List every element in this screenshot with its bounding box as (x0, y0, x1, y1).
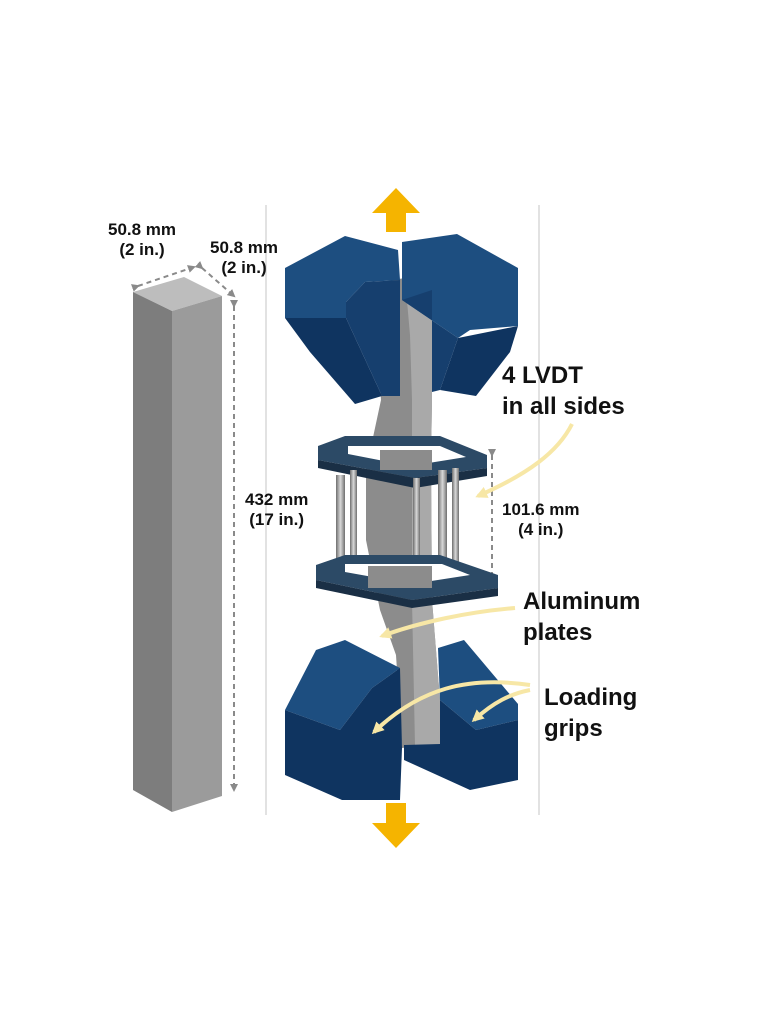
bottom-grip-right (404, 640, 518, 790)
width-label: 50.8 mm (2 in.) (108, 220, 176, 261)
lvdt-leader-arrow (475, 423, 574, 498)
lvdt-callout: 4 LVDT in all sides (502, 361, 625, 422)
lvdt-rod (413, 478, 420, 576)
depth-label-mm: 50.8 mm (210, 238, 279, 257)
depth-label: 50.8 mm (2 in.) (210, 238, 278, 279)
specimen-front-face (405, 278, 440, 746)
gauge-label-in: (4 in.) (518, 520, 564, 540)
lvdt-frame (316, 436, 498, 608)
grips-callout-line2: grips (544, 714, 603, 742)
grip-leader-arrow-right (471, 688, 531, 723)
top-grip-left (285, 236, 400, 404)
gauge-label-mm: 101.6 mm (502, 500, 580, 519)
lvdt-callout-line1: 4 LVDT (502, 362, 583, 389)
length-label-in: (17 in.) (249, 510, 305, 530)
length-label: 432 mm (17 in.) (245, 490, 308, 531)
lvdt-callout-line2: in all sides (502, 392, 625, 420)
depth-label-in: (2 in.) (221, 258, 267, 278)
gauge-length-label: 101.6 mm (4 in.) (502, 500, 580, 541)
lvdt-rod (438, 470, 447, 562)
length-label-mm: 432 mm (245, 490, 309, 509)
arrow-up-icon (372, 188, 420, 232)
grip-leader-arrow-left (371, 680, 531, 735)
grips-callout-line1: Loading (544, 684, 638, 711)
width-label-in: (2 in.) (119, 240, 165, 260)
specimen-right-face (172, 296, 222, 812)
top-grip-right (402, 234, 518, 396)
bottom-grip-left (285, 640, 402, 800)
arrow-down-icon (372, 803, 420, 848)
lvdt-rod (350, 470, 357, 570)
specimen-prism (133, 277, 222, 812)
depth-dimension-arrow (194, 261, 236, 298)
specimen-left-face (133, 292, 172, 812)
aluminum-callout-line1: Aluminum (523, 588, 641, 615)
aluminum-callout: Aluminum plates (523, 587, 640, 648)
aluminum-leader-arrow (379, 606, 516, 639)
aluminum-callout-line2: plates (523, 618, 593, 646)
lvdt-rod (336, 475, 345, 565)
width-dimension-arrow (131, 265, 196, 292)
grips-callout: Loading grips (544, 683, 637, 744)
width-label-mm: 50.8 mm (108, 220, 177, 239)
lvdt-rod (452, 468, 459, 568)
